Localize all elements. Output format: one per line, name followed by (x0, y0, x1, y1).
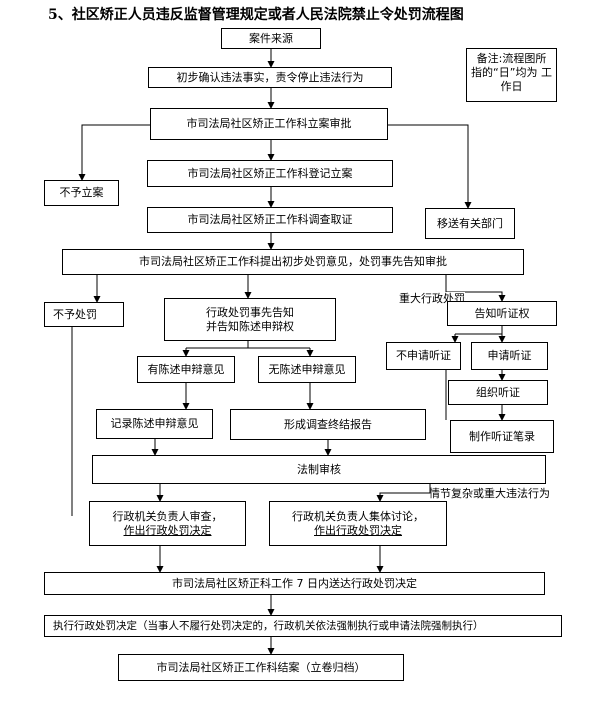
node-close-case: 市司法局社区矫正工作科结案（立卷归档） (118, 654, 404, 681)
node-collective-discussion: 行政机关负责人集体讨论， 作出行政处罚决定 (269, 501, 447, 546)
node-investigate: 市司法局社区矫正工作科调查取证 (147, 207, 393, 233)
node-apply-hearing: 申请听证 (471, 342, 548, 370)
node-final-report: 形成调查终结报告 (230, 409, 426, 440)
node-legal-review: 法制审核 (92, 455, 546, 484)
node-organize-hearing: 组织听证 (448, 380, 548, 405)
node-prior-notice: 行政处罚事先告知 并告知陈述申辩权 (164, 298, 336, 341)
node-no-filing: 不予立案 (44, 180, 119, 206)
node-no-defense: 无陈述申辩意见 (258, 356, 356, 383)
note-line-1: 备注:流程图所 (476, 52, 547, 65)
node-leader-review: 行政机关负责人审查， 作出行政处罚决定 (89, 501, 246, 546)
node-filing-approval: 市司法局社区矫正工作科立案审批 (150, 108, 388, 140)
leader-review-line-2: 作出行政处罚决定 (123, 523, 212, 537)
node-confirm-violation: 初步确认违法事实，责令停止违法行为 (148, 67, 392, 88)
node-initial-opinion: 市司法局社区矫正工作科提出初步处罚意见，处罚事先告知审批 (62, 249, 524, 275)
node-deliver-decision: 市司法局社区矫正科工作 7 日内送达行政处罚决定 (44, 572, 545, 595)
node-execute-decision: 执行行政处罚决定（当事人不履行处罚决定的，行政机关依法强制执行或申请法院强制执行… (44, 615, 562, 637)
note-box: 备注:流程图所 指的“日”均为 工作日 (466, 48, 557, 102)
node-transfer: 移送有关部门 (425, 208, 515, 239)
node-no-penalty: 不予处罚 (44, 302, 124, 327)
node-hearing-record: 制作听证笔录 (450, 420, 554, 453)
label-complex-violation: 情节复杂或重大违法行为 (429, 487, 550, 500)
node-no-hearing: 不申请听证 (386, 342, 461, 370)
node-hearing-notice: 告知听证权 (447, 301, 557, 326)
node-register-filing: 市司法局社区矫正工作科登记立案 (147, 160, 393, 187)
collective-line-1: 行政机关负责人集体讨论， (292, 509, 424, 523)
node-record-defense: 记录陈述申辩意见 (96, 409, 213, 439)
note-line-2: 指的“日”均为 (471, 66, 538, 79)
prior-notice-line-1: 行政处罚事先告知 (206, 305, 294, 319)
node-has-defense: 有陈述申辩意见 (137, 356, 235, 383)
page-title: 5、社区矫正人员违反监督管理规定或者人民法院禁止令处罚流程图 (48, 7, 464, 23)
prior-notice-line-2: 并告知陈述申辩权 (206, 319, 294, 333)
note-line-3: 工作日 (500, 66, 552, 93)
leader-review-line-1: 行政机关负责人审查， (112, 509, 223, 523)
collective-line-2: 作出行政处罚决定 (314, 523, 402, 537)
node-case-source: 案件来源 (221, 28, 321, 49)
